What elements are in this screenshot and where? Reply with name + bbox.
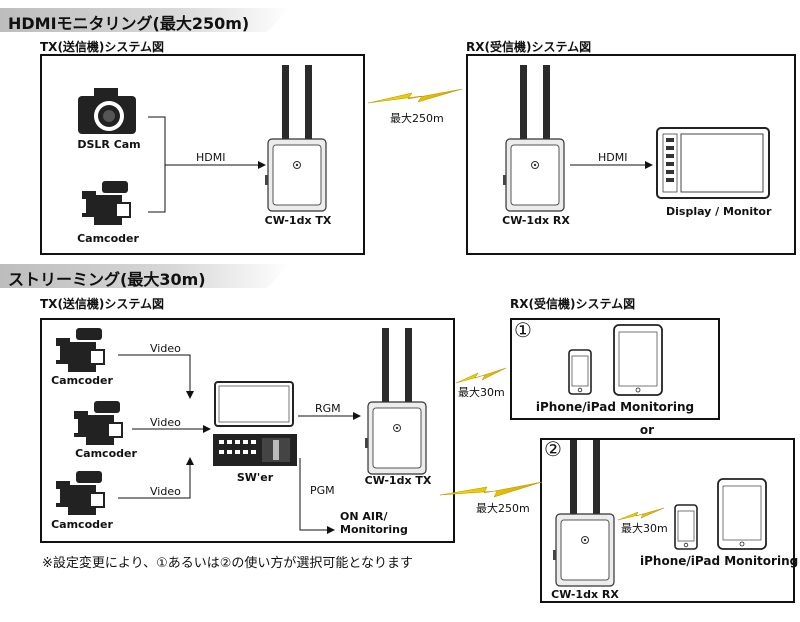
hdmi-rx-link-label: HDMI [598,151,628,164]
streaming-section-title: ストリーミング(最大30m) [8,270,206,289]
wireless-250m-label: 最大250m [476,502,530,515]
tx-unit-icon [264,64,327,212]
option2-rx-unit-label: CW-1dx RX [551,588,619,601]
hdmi-tx-link-label: HDMI [196,151,226,164]
option1-box [510,318,720,420]
dslr-camera-icon [78,88,136,134]
option2-label: iPhone/iPad Monitoring [640,554,799,568]
hdmi-section-title: HDMIモニタリング(最大250m) [8,14,250,33]
hdmi-section-banner: HDMIモニタリング(最大250m) [0,8,290,32]
monitor-label: Display / Monitor [666,205,772,218]
wireless-bolt-30m-icon [455,367,507,384]
video-3-label: Video [150,485,181,498]
camcoder-3-label: Camcoder [51,518,113,531]
hdmi-rx-unit-label: CW-1dx RX [502,214,570,227]
camcoder-icon [79,180,131,226]
streaming-tx-title: TX(送信機)システム図 [40,297,165,311]
hdmi-wireless-label: 最大250m [390,112,444,125]
hdmi-rx-title: RX(受信機)システム図 [466,40,592,54]
option2-rx-unit-icon [552,439,615,587]
hdmi-tx-title: TX(送信機)システム図 [40,40,165,54]
video-1-label: Video [150,342,181,355]
footnote: ※設定変更により、①あるいは②の使い方が選択可能となります [42,556,414,571]
rx-unit-icon [502,64,565,212]
hdmi-camcoder-label: Camcoder [77,232,139,245]
camcoder-1-icon [53,327,105,373]
wireless-bolt-icon [367,88,463,104]
or-label: or [639,423,655,437]
video-2-label: Video [150,416,181,429]
option1-number: ① [514,318,532,342]
switcher-icon [213,381,297,466]
streaming-tx-unit-label: CW-1dx TX [364,474,432,487]
option2-iphone-icon [674,504,698,550]
wireless-bolt-250m-icon [439,481,543,498]
streaming-tx-box [40,318,455,543]
option1-label: iPhone/iPad Monitoring [535,400,695,414]
pgm-label: PGM [310,484,335,497]
rgm-label: RGM [315,402,341,415]
onair-label-line1: ON AIR/ [340,510,388,523]
streaming-section-banner: ストリーミング(最大30m) [0,264,290,288]
camcoder-2-label: Camcoder [75,447,137,460]
option2-number: ② [544,437,562,461]
streaming-rx-title: RX(受信機)システム図 [510,297,636,311]
display-monitor-icon [656,127,770,199]
hdmi-tx-unit-label: CW-1dx TX [264,214,332,227]
hdmi-tx-box [40,54,365,255]
iphone-icon [568,349,592,395]
switcher-label: SW'er [236,471,274,484]
hdmi-rx-box [466,54,796,255]
camcoder-1-label: Camcoder [51,374,113,387]
camcoder-3-icon [53,470,105,516]
streaming-tx-unit-icon [364,327,427,475]
option2-ipad-icon [717,478,767,550]
option2-wireless-label: 最大30m [621,522,668,535]
camcoder-2-icon [71,400,123,446]
option2-box [540,438,795,603]
ipad-icon [613,324,663,396]
onair-label-line2: Monitoring [340,523,408,536]
option2-wireless-bolt-icon [617,507,665,521]
wireless-30m-label: 最大30m [458,386,505,399]
dslr-label: DSLR Cam [77,138,141,151]
